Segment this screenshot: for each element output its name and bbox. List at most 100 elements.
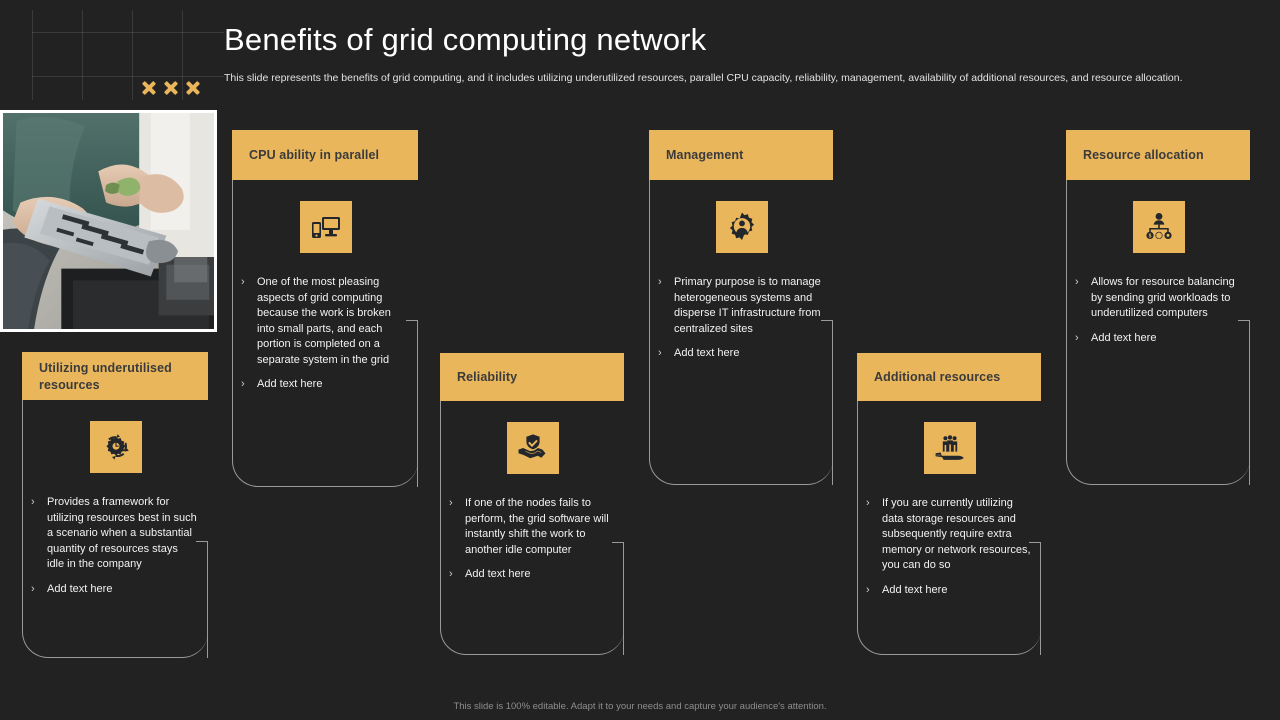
card-header: Reliability — [440, 353, 624, 401]
card-title: Reliability — [457, 369, 518, 384]
gear-user-icon — [729, 212, 754, 240]
card-title: Additional resources — [874, 369, 1001, 384]
card-body: $ › Allows for resource balancing by sen… — [1066, 180, 1250, 485]
card-body: › One of the most pleasing aspects of gr… — [232, 180, 418, 487]
hierarchy-network-icon-tile: $ — [1132, 201, 1185, 253]
slide-header: Benefits of grid computing network This … — [224, 22, 1224, 85]
grid-mask-left — [0, 0, 32, 100]
card-edge-right — [207, 541, 208, 658]
card-header: Resource allocation — [1066, 130, 1250, 180]
card-title: CPU ability in parallel — [249, 147, 380, 162]
bullet-chevron-icon: › — [1075, 331, 1079, 344]
bullet-chevron-icon: › — [241, 276, 245, 288]
card-edge-right — [623, 542, 624, 655]
card-header: Management — [649, 130, 833, 180]
x-mark-icon — [163, 80, 179, 96]
page-subtitle: This slide represents the benefits of gr… — [224, 71, 1183, 84]
card-bullet-list: › If you are currently utilizing data st… — [858, 496, 1041, 598]
card-body: › Provides a framework for utilizing res… — [22, 400, 208, 658]
card-bullet-list: › If one of the nodes fails to perform, … — [441, 496, 624, 583]
card-utilizing-underutilised-resources[interactable]: Utilizing underutilised resources › Prov… — [22, 352, 208, 658]
bullet-text: Add text here — [465, 568, 531, 580]
bullet-text: If one of the nodes fails to perform, th… — [465, 497, 609, 556]
card-cpu-ability-in-parallel[interactable]: CPU ability in parallel › One of the mos… — [232, 130, 418, 487]
gear-refresh-icon-tile — [89, 421, 142, 473]
bullet-chevron-icon: › — [449, 497, 453, 509]
x-marks-decoration — [141, 80, 201, 96]
page-title: Benefits of grid computing network — [224, 22, 707, 57]
bullet-chevron-icon: › — [658, 347, 662, 359]
bullet-text: Add text here — [47, 582, 113, 595]
card-edge-cap — [196, 541, 208, 542]
bullet-text: Add text here — [1091, 331, 1157, 344]
bullet-text: Allows for resource balancing by sending… — [1091, 276, 1235, 319]
list-item: › Add text here — [31, 582, 198, 598]
card-header: CPU ability in parallel — [232, 130, 418, 180]
card-resource-allocation[interactable]: Resource allocation $ › Allows for — [1066, 130, 1250, 485]
bullet-text: If you are currently utilizing data stor… — [882, 497, 1031, 571]
list-item: › Add text here — [658, 346, 823, 362]
list-item: › If you are currently utilizing data st… — [866, 496, 1031, 574]
card-title: Utilizing underutilised resources — [39, 361, 172, 392]
list-item: › Add text here — [1075, 331, 1240, 347]
bullet-chevron-icon: › — [449, 568, 453, 580]
card-body: › Primary purpose is to manage heterogen… — [649, 180, 833, 485]
hardware-assembly-photo — [3, 113, 214, 329]
bullet-chevron-icon: › — [31, 582, 35, 595]
bullet-text: Add text here — [882, 583, 948, 596]
card-title: Resource allocation — [1083, 147, 1204, 162]
bullet-chevron-icon: › — [31, 496, 35, 508]
card-bullet-list: › Provides a framework for utilizing res… — [23, 495, 208, 597]
hand-people-icon-tile — [923, 422, 976, 474]
card-edge-cap — [821, 320, 833, 321]
card-bullet-list: › Allows for resource balancing by sendi… — [1067, 275, 1250, 346]
hierarchy-network-icon: $ — [1145, 213, 1172, 240]
card-edge-cap — [612, 542, 624, 543]
x-mark-icon — [185, 80, 201, 96]
card-header: Additional resources — [857, 353, 1041, 401]
bullet-chevron-icon: › — [866, 497, 870, 509]
bullet-text: One of the most pleasing aspects of grid… — [257, 276, 391, 366]
gear-user-icon-tile — [715, 201, 768, 253]
list-item: › If one of the nodes fails to perform, … — [449, 496, 614, 558]
card-body: › If one of the nodes fails to perform, … — [440, 401, 624, 655]
hand-people-icon — [935, 435, 964, 460]
gear-refresh-icon — [105, 434, 129, 460]
card-management[interactable]: Management › Primary purpose is to manag… — [649, 130, 833, 485]
desktop-monitor-icon — [311, 217, 340, 238]
list-item: › Allows for resource balancing by sendi… — [1075, 275, 1240, 322]
card-header: Utilizing underutilised resources — [22, 352, 208, 400]
desktop-monitor-icon-tile — [299, 201, 352, 253]
list-item: › Primary purpose is to manage heterogen… — [658, 275, 823, 337]
card-body: › If you are currently utilizing data st… — [857, 401, 1041, 655]
bullet-chevron-icon: › — [241, 378, 245, 390]
card-bullet-list: › One of the most pleasing aspects of gr… — [233, 275, 418, 393]
bullet-chevron-icon: › — [866, 583, 870, 596]
card-bullet-list: › Primary purpose is to manage heterogen… — [650, 275, 833, 362]
bullet-chevron-icon: › — [658, 276, 662, 288]
card-edge-right — [1040, 542, 1041, 655]
card-edge-cap — [1238, 320, 1250, 321]
list-item: › Provides a framework for utilizing res… — [31, 495, 198, 573]
list-item: › Add text here — [866, 583, 1031, 599]
x-mark-icon — [141, 80, 157, 96]
bullet-chevron-icon: › — [1075, 276, 1079, 288]
list-item: › Add text here — [241, 377, 408, 393]
handshake-shield-icon-tile — [506, 422, 559, 474]
bullet-text: Add text here — [257, 378, 323, 390]
card-edge-cap — [1029, 542, 1041, 543]
hero-photo — [0, 110, 217, 332]
svg-text:$: $ — [1148, 234, 1151, 240]
grid-mask-top — [0, 0, 224, 10]
footer-note: This slide is 100% editable. Adapt it to… — [453, 701, 827, 712]
bullet-text: Add text here — [674, 347, 740, 359]
card-edge-right — [1249, 320, 1250, 485]
card-edge-cap — [406, 320, 418, 321]
list-item: › One of the most pleasing aspects of gr… — [241, 275, 408, 368]
handshake-shield-icon — [518, 434, 545, 459]
card-edge-right — [832, 320, 833, 485]
list-item: › Add text here — [449, 567, 614, 583]
card-title: Management — [666, 147, 744, 162]
card-additional-resources[interactable]: Additional resources › If you are — [857, 353, 1041, 655]
card-reliability[interactable]: Reliability › If one of the nodes fails … — [440, 353, 624, 655]
